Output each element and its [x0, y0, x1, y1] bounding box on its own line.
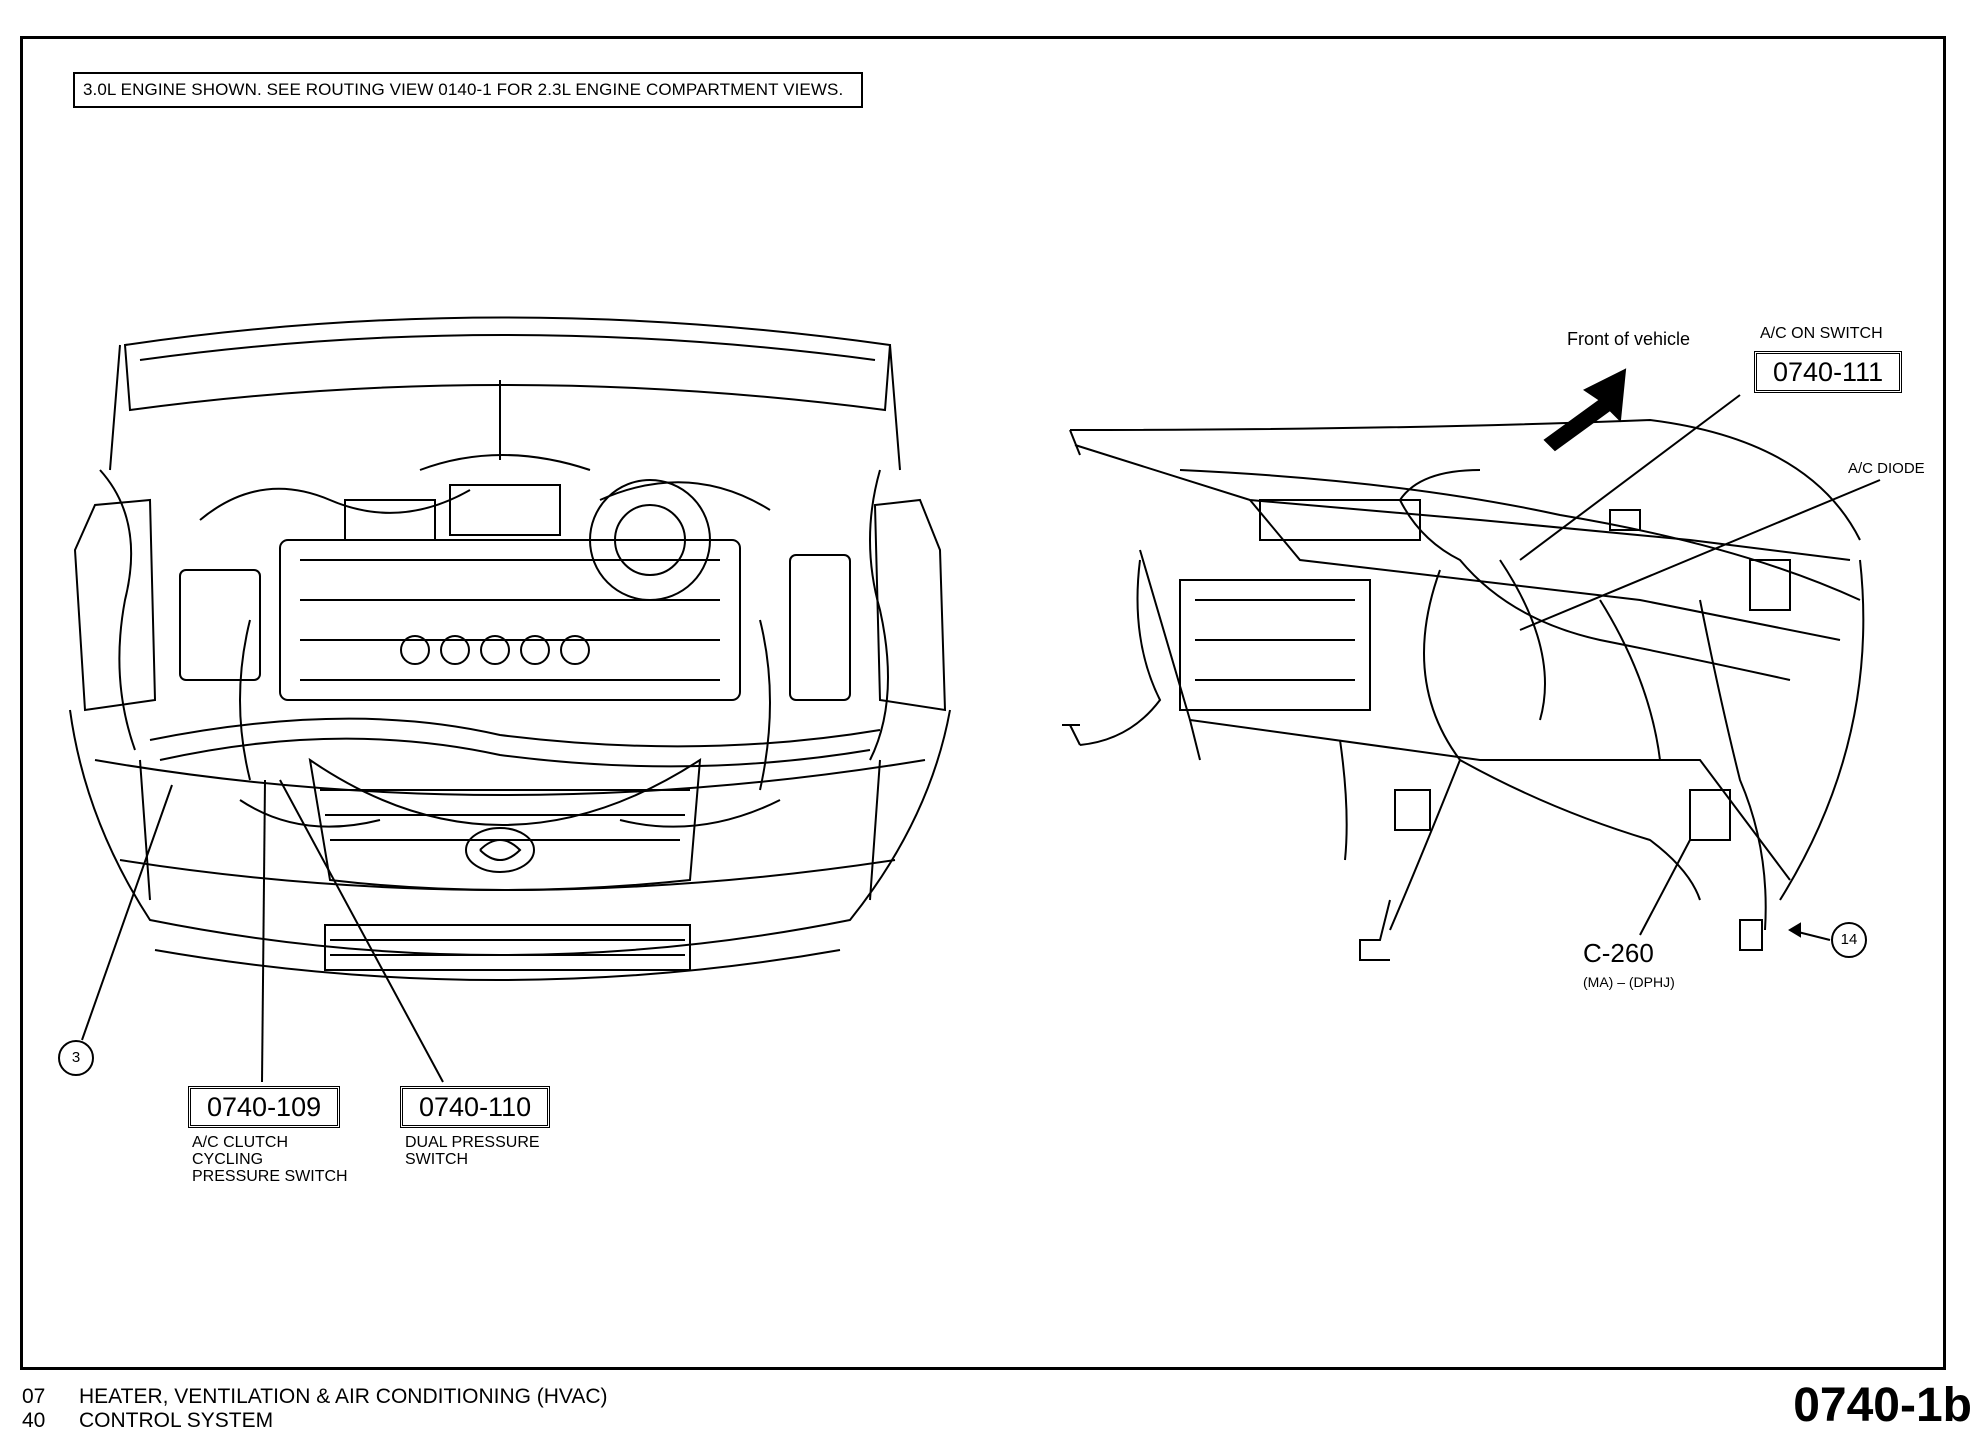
footer-subsection-title: CONTROL SYSTEM	[79, 1409, 274, 1432]
callout-box-0740-110: 0740-110	[400, 1086, 551, 1128]
ac-diode-label: A/C DIODE	[1848, 460, 1925, 477]
circle-marker-3: 3	[58, 1040, 94, 1076]
callout-label-ac-clutch: A/C CLUTCH CYCLING PRESSURE SWITCH	[192, 1134, 348, 1185]
page-number: 0740-1b	[1793, 1379, 1972, 1432]
callout-label-dual-pressure: DUAL PRESSURE SWITCH	[405, 1134, 540, 1168]
connector-c260-sublabel: (MA) – (DPHJ)	[1583, 974, 1675, 990]
ac-on-switch-label: A/C ON SWITCH	[1760, 325, 1883, 342]
circle-marker-14: 14	[1831, 922, 1867, 958]
front-of-vehicle-label: Front of vehicle	[1567, 329, 1691, 349]
engine-note: 3.0L ENGINE SHOWN. SEE ROUTING VIEW 0140…	[73, 72, 864, 108]
connector-c260-label: C-260	[1583, 938, 1654, 968]
diagram-frame	[20, 36, 1946, 1370]
callout-box-0740-109: 0740-109	[188, 1086, 341, 1128]
footer-subsection-number: 40	[22, 1409, 46, 1432]
callout-box-0740-111: 0740-111	[1754, 351, 1903, 393]
footer-section-number: 07	[22, 1385, 46, 1408]
footer-section-title: HEATER, VENTILATION & AIR CONDITIONING (…	[79, 1385, 608, 1408]
